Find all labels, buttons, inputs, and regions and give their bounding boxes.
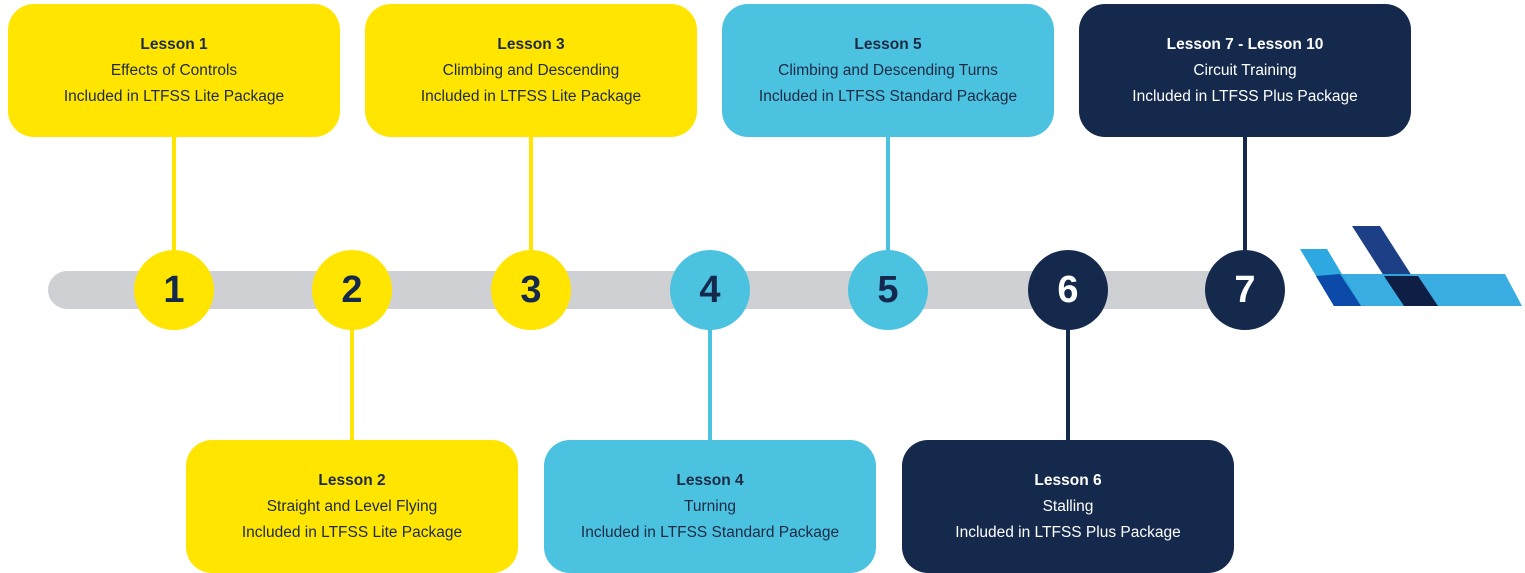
connector-1 [172, 136, 176, 276]
connector-4 [708, 306, 712, 442]
lesson-package: Included in LTFSS Lite Package [241, 523, 463, 541]
lesson-title: Lesson 6 [1034, 471, 1102, 489]
lesson-title: Lesson 4 [676, 471, 744, 489]
timeline-node-7: 7 [1205, 250, 1285, 330]
node-number: 3 [520, 268, 542, 311]
timeline-node-6: 6 [1028, 250, 1108, 330]
node-number: 1 [163, 268, 185, 311]
lesson-card-7: Lesson 7 - Lesson 10 Circuit Training In… [1079, 4, 1411, 137]
lesson-subtitle: Straight and Level Flying [266, 497, 438, 515]
lesson-subtitle: Climbing and Descending [442, 61, 620, 79]
lesson-card-1: Lesson 1 Effects of Controls Included in… [8, 4, 340, 137]
lesson-card-2: Lesson 2 Straight and Level Flying Inclu… [186, 440, 518, 573]
connector-5 [886, 136, 890, 276]
lesson-title: Lesson 5 [854, 35, 922, 53]
node-number: 4 [699, 268, 721, 311]
lesson-package: Included in LTFSS Standard Package [758, 87, 1018, 105]
lesson-card-6: Lesson 6 Stalling Included in LTFSS Plus… [902, 440, 1234, 573]
lesson-subtitle: Turning [684, 497, 736, 515]
lesson-subtitle: Circuit Training [1193, 61, 1297, 79]
timeline-node-2: 2 [312, 250, 392, 330]
node-number: 5 [877, 268, 899, 311]
lesson-card-5: Lesson 5 Climbing and Descending Turns I… [722, 4, 1054, 137]
node-number: 7 [1234, 268, 1256, 311]
lesson-subtitle: Effects of Controls [110, 61, 238, 79]
timeline-node-5: 5 [848, 250, 928, 330]
timeline-node-3: 3 [491, 250, 571, 330]
lesson-package: Included in LTFSS Plus Package [955, 523, 1181, 541]
lesson-title: Lesson 2 [318, 471, 386, 489]
lesson-card-4: Lesson 4 Turning Included in LTFSS Stand… [544, 440, 876, 573]
lesson-package: Included in LTFSS Standard Package [580, 523, 840, 541]
lesson-package: Included in LTFSS Lite Package [63, 87, 285, 105]
brand-wing-logo-icon [1300, 226, 1522, 306]
lesson-title: Lesson 7 - Lesson 10 [1166, 35, 1324, 53]
connector-2 [350, 306, 354, 442]
timeline-node-4: 4 [670, 250, 750, 330]
connector-3 [529, 136, 533, 276]
lesson-title: Lesson 3 [497, 35, 565, 53]
node-number: 2 [341, 268, 363, 311]
node-number: 6 [1057, 268, 1079, 311]
lesson-card-3: Lesson 3 Climbing and Descending Include… [365, 4, 697, 137]
lesson-package: Included in LTFSS Plus Package [1132, 87, 1358, 105]
connector-7 [1243, 136, 1247, 276]
lesson-subtitle: Climbing and Descending Turns [778, 61, 998, 79]
lesson-package: Included in LTFSS Lite Package [420, 87, 642, 105]
lesson-subtitle: Stalling [1042, 497, 1094, 515]
lesson-title: Lesson 1 [140, 35, 208, 53]
connector-6 [1066, 306, 1070, 442]
timeline-node-1: 1 [134, 250, 214, 330]
